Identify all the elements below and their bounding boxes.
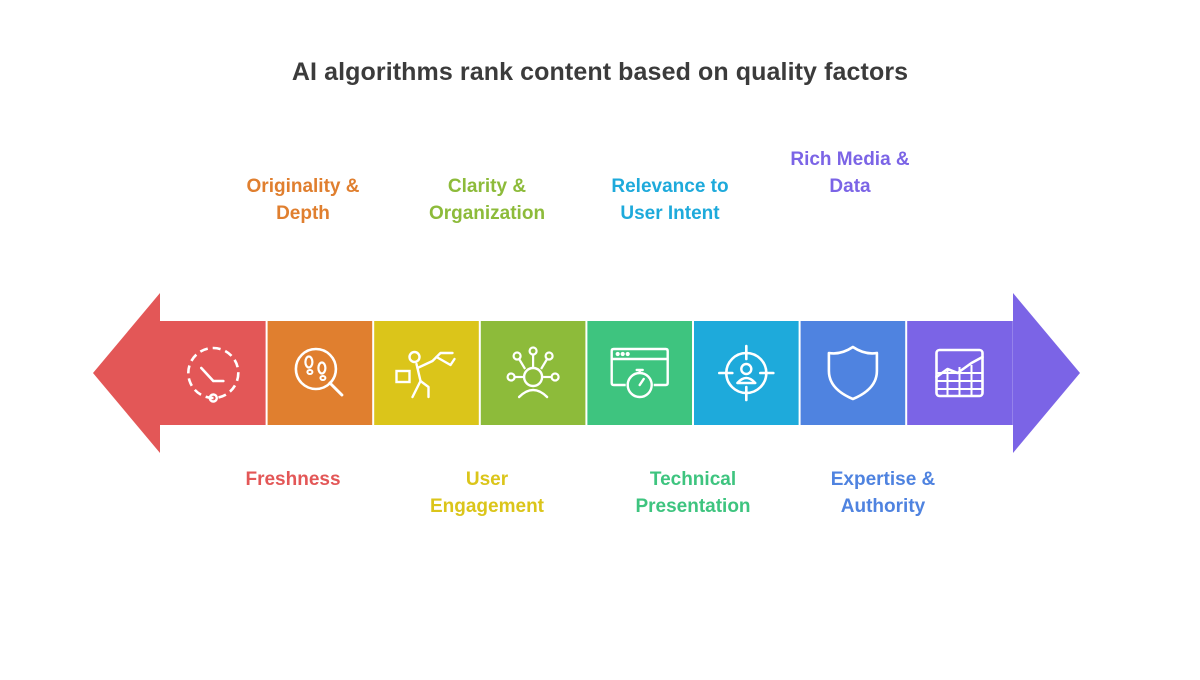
segment-3 xyxy=(480,321,586,425)
segment-6 xyxy=(800,321,906,425)
factor-label-originality-depth: Originality & Depth xyxy=(246,176,360,224)
right-arrowhead xyxy=(1013,293,1080,453)
clock-icon xyxy=(187,346,240,403)
target-user-icon xyxy=(717,344,775,402)
segment-4 xyxy=(587,321,692,425)
segment-5 xyxy=(694,321,799,425)
factor-label-freshness: Freshness xyxy=(245,469,341,490)
segment-0 xyxy=(160,321,266,425)
factor-label-user-engagement: User Engagement xyxy=(429,469,545,517)
factor-label-rich-media-data: Rich Media & Data xyxy=(790,149,910,197)
left-arrowhead xyxy=(93,293,160,453)
segment-7 xyxy=(907,321,1013,425)
segment-1 xyxy=(267,321,373,425)
segment-block xyxy=(480,321,586,425)
factor-label-clarity-organization: Clarity & Organization xyxy=(428,176,546,224)
factor-label-relevance-user-intent: Relevance to User Intent xyxy=(611,176,729,224)
person-ideas-icon xyxy=(506,346,560,399)
segment-block xyxy=(800,321,906,425)
factor-label-expertise-authority: Expertise & Authority xyxy=(830,469,936,517)
person-reaching-icon xyxy=(395,350,456,399)
magnifier-footprints-icon xyxy=(294,347,344,397)
segment-2 xyxy=(374,321,479,425)
chart-grid-icon xyxy=(935,348,984,398)
browser-stopwatch-icon xyxy=(610,347,669,399)
segment-block xyxy=(160,321,266,425)
factor-label-technical-presentation: Technical Presentation xyxy=(635,469,751,517)
segment-block xyxy=(374,321,479,425)
page-title: AI algorithms rank content based on qual… xyxy=(291,58,909,86)
shield-icon xyxy=(827,345,879,401)
